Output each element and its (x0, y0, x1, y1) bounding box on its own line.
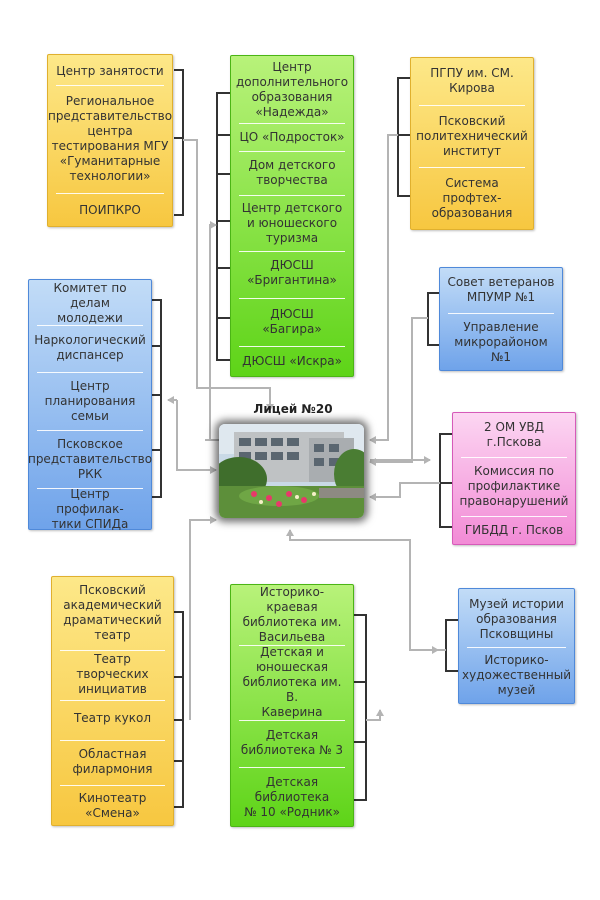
group-universities: ПГПУ им. СМ. Кирова Псковский политехнич… (410, 57, 534, 230)
node-tourism-center: Центр детского и юношеского туризма (241, 200, 343, 245)
node-puppet-theatre: Театр кукол (73, 710, 152, 725)
node-poipkro: ПОИПКРО (79, 202, 141, 217)
center-title: Лицей №20 (253, 402, 333, 416)
node-youth-committee: Комитет по делам молодежи (53, 280, 127, 325)
node-rodnik-library: Детская библиотека № 10 «Родник» (244, 774, 340, 819)
node-dyussh-brigantina: ДЮСШ «Бригантина» (247, 258, 337, 287)
node-house-of-creativity: Дом детского творчества (248, 158, 336, 187)
group-culture: Псковский академический драматический те… (51, 576, 174, 826)
group-museums: Музей истории образования Псковщины Исто… (458, 588, 575, 704)
group-employment: Центр занятости Региональное представите… (47, 54, 173, 227)
bracket-lines (152, 69, 458, 808)
node-vocational-system: Система профтех- образования (431, 175, 513, 220)
group-youth-health: Комитет по делам молодежи Наркологически… (27, 279, 153, 531)
node-offense-prevention: Комиссия по профилактике правонарушений (459, 463, 569, 508)
node-employment-center: Центр занятости (56, 63, 164, 78)
node-aids-center: Центр профилак- тики СПИДа (51, 486, 129, 531)
group-libraries: Историко-краевая библиотека им. Васильев… (230, 584, 354, 827)
node-family-planning: Центр планирования семьи (44, 378, 136, 423)
node-pgpu: ПГПУ им. СМ. Кирова (430, 66, 514, 95)
node-kaverin-library: Детская и юношеская библиотека им. В. Ка… (242, 644, 342, 719)
node-traffic-police: ГИБДД г. Псков (464, 522, 564, 537)
node-smena-cinema: Кинотеатр «Смена» (78, 791, 147, 820)
school-building-image (219, 424, 364, 518)
school-photo (219, 424, 364, 518)
node-regional-library: Историко-краевая библиотека им. Васильев… (242, 585, 342, 644)
group-extra-education: Центр дополнительного образования «Надеж… (230, 55, 354, 377)
arrow-lines (167, 134, 446, 721)
node-police-department: 2 ОМ УВД г.Пскова (484, 420, 544, 449)
node-nadezhda-center: Центр дополнительного образования «Надеж… (235, 60, 349, 119)
node-creative-theatre: Театр творческих инициатив (76, 651, 149, 696)
node-district-administration: Управление микрорайоном №1 (454, 319, 548, 364)
node-education-museum: Музей истории образования Псковщины (469, 596, 564, 641)
group-veterans: Совет ветеранов МПУМР №1 Управление микр… (439, 267, 563, 371)
node-podrostok: ЦО «Подросток» (239, 129, 345, 144)
node-dyussh-bagira: ДЮСШ «Багира» (262, 307, 322, 336)
node-drama-theatre: Псковский академический драматический те… (63, 583, 162, 642)
node-dyussh-iskra: ДЮСШ «Искра» (242, 353, 342, 368)
node-narcology: Наркологический диспансер (34, 333, 146, 362)
node-art-museum: Историко- художественный музей (461, 652, 572, 697)
node-testing-center: Региональное представительство центра те… (47, 94, 173, 183)
node-red-cross: Псковское представительство РКК (27, 436, 153, 481)
node-philharmonic: Областная филармония (72, 747, 153, 776)
group-police: 2 ОМ УВД г.Пскова Комиссия по профилакти… (452, 412, 576, 545)
node-veterans-council: Совет ветеранов МПУМР №1 (447, 275, 555, 304)
node-children-library-3: Детская библиотека № 3 (240, 728, 344, 757)
node-polytechnic: Псковский политехнический институт (416, 113, 528, 158)
